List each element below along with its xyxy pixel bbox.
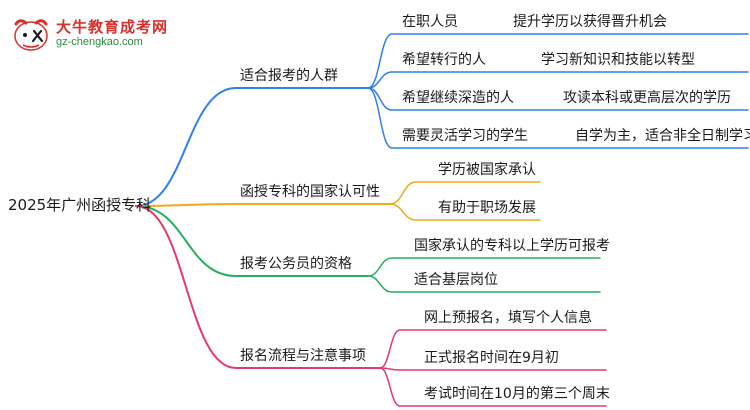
leaf-link-registration-3 (379, 367, 607, 407)
leaf-audience-3: 希望继续深造的人 (402, 90, 514, 106)
leaf-link-registration-1 (379, 329, 607, 369)
branch-link-audience (135, 87, 369, 207)
mind-map-links (135, 33, 749, 407)
branch-audience: 适合报考的人群 (240, 68, 338, 84)
leaf-audience-1: 在职人员 (402, 14, 458, 30)
branch-link-registration (135, 205, 381, 369)
leaf-link-audience-4 (367, 87, 749, 149)
logo-url: gz-chengkao.com (56, 36, 143, 48)
leaf-registration-3: 考试时间在10月的第三个周末 (424, 386, 610, 402)
leaf-civil-service-2: 适合基层岗位 (414, 272, 498, 288)
leaf-registration-1: 网上预报名，填写个人信息 (424, 310, 592, 326)
leaf-audience-4-detail: 自学为主，适合非全日制学习 (575, 128, 750, 144)
leaf-civil-service-1: 国家承认的专科以上学历可报考 (414, 238, 610, 254)
leaf-link-recognition-2 (389, 203, 541, 221)
leaf-link-audience-2 (367, 71, 749, 89)
leaf-link-recognition-1 (389, 181, 541, 205)
leaf-audience-4: 需要灵活学习的学生 (402, 128, 528, 144)
logo-title: 大牛教育成考网 (56, 18, 169, 36)
bull-logo-icon (14, 19, 48, 51)
leaf-link-audience-1 (367, 33, 749, 89)
leaf-registration-2: 正式报名时间在9月初 (424, 350, 559, 366)
leaf-link-registration-2 (379, 367, 607, 371)
leaf-recognition-2: 有助于职场发展 (438, 200, 536, 216)
branch-registration: 报名流程与注意事项 (240, 348, 366, 364)
leaf-audience-2-detail: 学习新知识和技能以转型 (541, 52, 695, 68)
leaf-audience-2: 希望转行的人 (402, 52, 486, 68)
branch-civil-service: 报考公务员的资格 (240, 256, 352, 272)
site-logo: 大牛教育成考网 gz-chengkao.com (10, 14, 180, 54)
leaf-recognition-1: 学历被国家承认 (438, 162, 536, 178)
root-topic: 2025年广州函授专科 (8, 196, 152, 214)
leaf-link-civil-service-2 (367, 275, 601, 293)
branch-link-civil-service (135, 205, 369, 277)
branch-link-recognition (135, 203, 391, 207)
leaf-link-civil-service-1 (367, 257, 601, 277)
leaf-audience-1-detail: 提升学历以获得晋升机会 (513, 14, 667, 30)
branch-recognition: 函授专科的国家认可性 (240, 184, 380, 200)
leaf-audience-3-detail: 攻读本科或更高层次的学历 (563, 90, 731, 106)
